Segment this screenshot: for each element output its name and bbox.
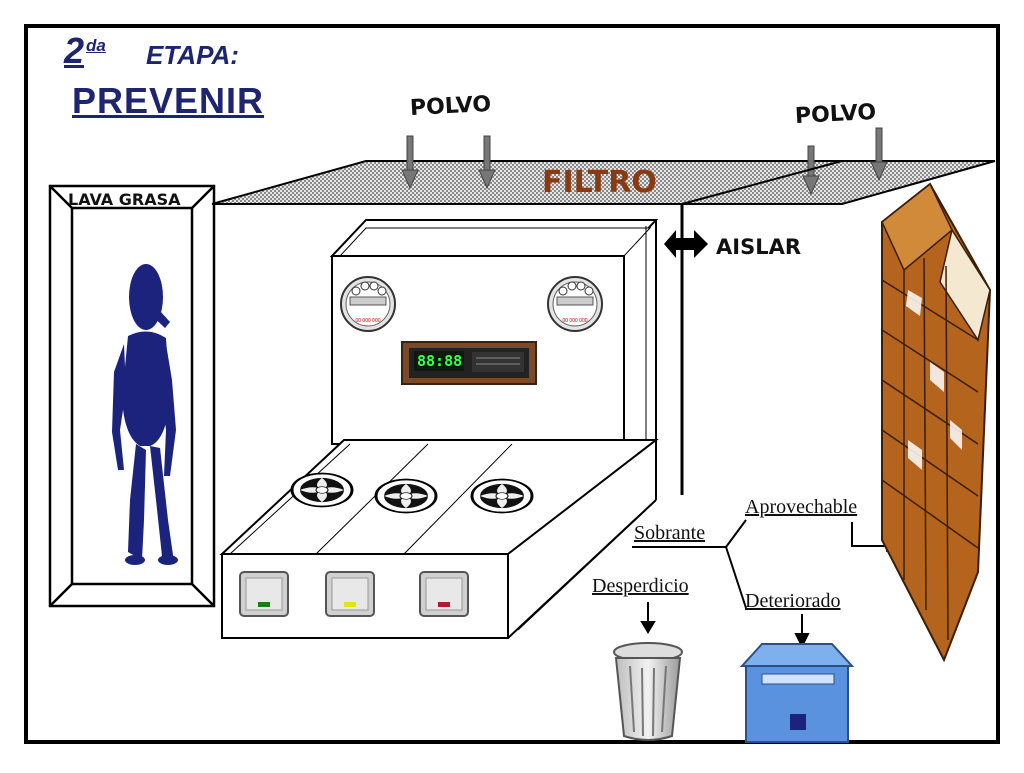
sobrante-label: Sobrante <box>634 522 706 544</box>
person-icon <box>112 264 178 565</box>
stage-label: ETAPA: <box>146 40 239 70</box>
down-arrow-icon <box>401 135 419 190</box>
indicator-light-green <box>239 571 289 617</box>
polvo-label-left: POLVO <box>409 91 492 122</box>
double-arrow-icon <box>664 230 708 258</box>
deteriorado-label: Deteriorado <box>745 590 841 612</box>
stage-superscript: da <box>86 36 106 55</box>
svg-text:00 000 000: 00 000 000 <box>355 318 380 324</box>
fan-icon <box>470 478 534 514</box>
aislar-label: AISLAR <box>716 235 801 259</box>
fan-icon <box>290 472 354 508</box>
desperdicio-label: Desperdicio <box>592 575 689 597</box>
down-arrow-icon <box>640 602 656 634</box>
timer-unit <box>401 341 537 385</box>
indicator-light-yellow <box>325 571 375 617</box>
mailbox-bin-icon <box>739 643 855 743</box>
indicator-light-red <box>419 571 469 617</box>
down-arrow-icon <box>870 127 888 182</box>
down-arrow-icon <box>802 145 820 196</box>
classification-branches <box>632 519 888 609</box>
polvo-label-right: POLVO <box>794 99 877 130</box>
lava-grasa-label: LAVA GRASA <box>68 190 181 209</box>
down-arrow-icon <box>794 614 810 649</box>
shelf-icon <box>881 182 992 663</box>
timer-display: 88:88 <box>417 352 463 370</box>
trash-can-icon <box>613 642 683 741</box>
page-title: PREVENIR <box>72 80 265 121</box>
lava-grasa-cabinet <box>48 184 216 608</box>
meter-dial-icon: 00 000 000 <box>340 276 396 332</box>
down-arrow-icon <box>478 135 496 190</box>
aprovechable-label: Aprovechable <box>745 496 858 518</box>
stage-number: 2 <box>64 30 85 71</box>
filtro-label: FILTRO <box>542 165 657 200</box>
svg-text:00 000 000: 00 000 000 <box>562 318 587 324</box>
fan-icon <box>374 478 438 514</box>
meter-dial-icon: 00 000 000 <box>547 276 603 332</box>
